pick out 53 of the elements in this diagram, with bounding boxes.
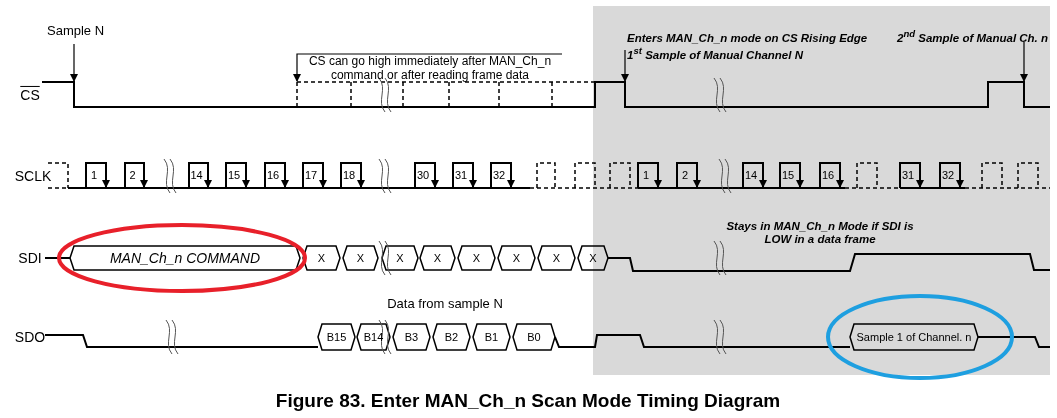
- clock-number: 2: [681, 168, 689, 182]
- bus-value: B2: [444, 330, 459, 344]
- signal-edge: [1023, 81, 1025, 108]
- clock-number: 16: [266, 168, 280, 182]
- clock-number: 32: [492, 168, 506, 182]
- bus-value: B0: [527, 330, 541, 344]
- clock-number: 18: [342, 168, 356, 182]
- clock-number: 1: [90, 168, 98, 182]
- signal-name: SDI: [18, 249, 42, 267]
- signal-name: SDO: [14, 328, 46, 346]
- clock-number: 31: [901, 168, 915, 182]
- leader-arrow: [1020, 41, 1028, 82]
- clock-number: 30: [416, 168, 430, 182]
- clock-number: 15: [227, 168, 241, 182]
- signal-edge: [624, 81, 626, 108]
- clock-number: 17: [304, 168, 318, 182]
- clock-number: 16: [821, 168, 835, 182]
- bus-value: X: [512, 251, 521, 265]
- signal-edge: [73, 81, 75, 108]
- annotation-text: Sample N: [47, 24, 105, 39]
- signal-edge: [296, 81, 298, 108]
- signal-name: SCLK: [14, 167, 52, 185]
- annotation-text: 1$^{st}$ Sample of Manual Channel N: [627, 45, 804, 63]
- bus-value: MAN_Ch_n COMMAND: [109, 249, 261, 267]
- signal-name: CS: [20, 86, 40, 104]
- clock-number: 14: [744, 168, 758, 182]
- leader-arrow: [293, 53, 563, 82]
- bus-value: Sample 1 of Channel. n: [856, 330, 972, 344]
- bus-value: B3: [404, 330, 419, 344]
- bus-value: X: [472, 251, 481, 265]
- clock-number: 32: [941, 168, 955, 182]
- bus-value: X: [356, 251, 365, 265]
- figure-caption: Figure 83. Enter MAN_Ch_n Scan Mode Timing Diagram: [275, 390, 781, 412]
- leader-arrow: [70, 43, 78, 82]
- bus-value: X: [433, 251, 442, 265]
- bus-value: B1: [484, 330, 499, 344]
- clock-number: 14: [190, 168, 203, 182]
- clock-number: 1: [642, 168, 650, 182]
- annotation-text: Data from sample N: [387, 296, 503, 312]
- leader-arrow: [621, 49, 629, 82]
- bus-value: B14: [363, 330, 384, 344]
- bus-value: X: [589, 251, 597, 265]
- annotation-text: Enters MAN_Ch_n mode on CS Rising Edge: [627, 32, 868, 46]
- annotation-text: 2$^{nd}$ Sample of Manual Ch. n: [897, 28, 1048, 46]
- bus-value: B15: [326, 330, 347, 344]
- annotation-text: CS can go high immediately after MAN_Ch_n command or after reading frame data: [305, 55, 555, 83]
- clock-number: 2: [129, 168, 136, 182]
- bus-value: X: [552, 251, 561, 265]
- clock-number: 31: [454, 168, 468, 182]
- bus-value: X: [396, 251, 404, 265]
- bus-value: X: [317, 251, 326, 265]
- annotation-text: Stays in MAN_Ch_n Mode if SDI is LOW in a data frame: [725, 219, 915, 247]
- clock-number: 15: [781, 168, 795, 182]
